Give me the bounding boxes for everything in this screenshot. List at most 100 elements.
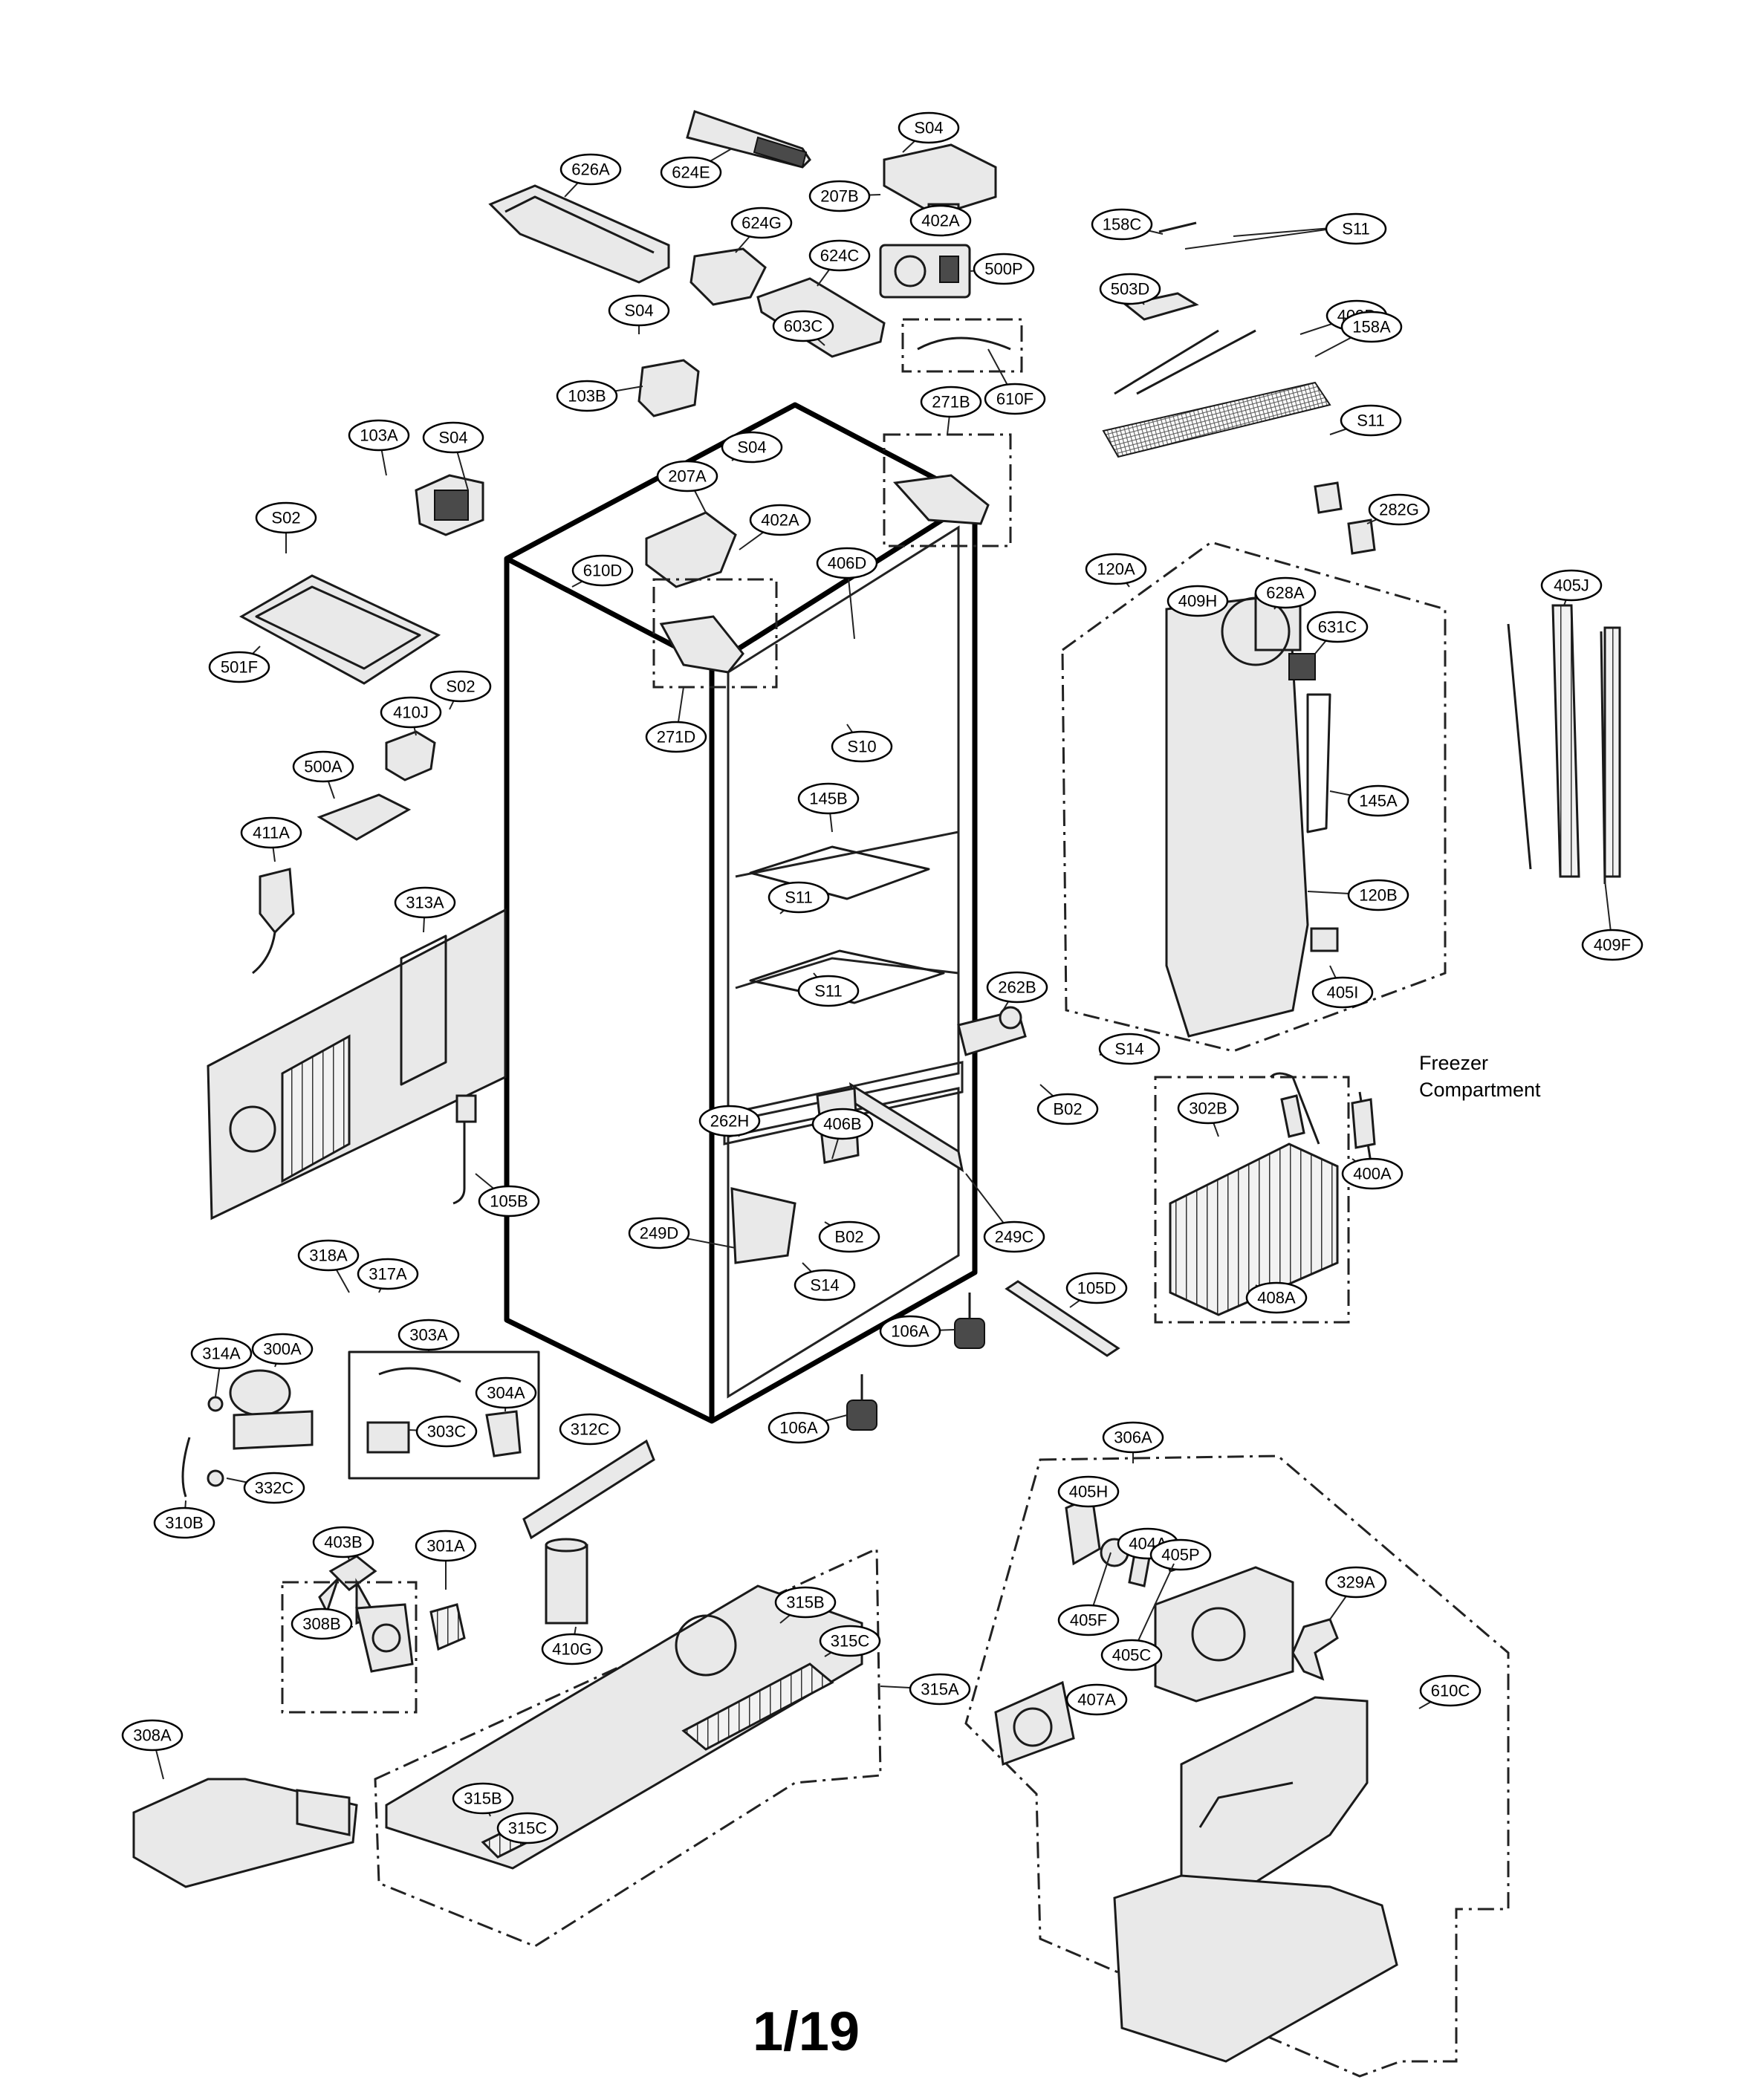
callout-label: 406B [811,1108,874,1160]
callout-label: 315B [774,1586,837,1624]
callout-bubble [730,207,793,239]
callout-bubble [1166,585,1229,617]
callout-label: 145B [797,782,860,833]
callout-text: 400A [1353,1165,1392,1183]
callout-text: S14 [810,1276,839,1295]
callout-bubble [312,1526,374,1558]
callout-label: 402A [909,204,972,237]
callout-text: 402A [921,212,960,230]
callout-bubble [1177,1092,1239,1125]
hinge-top-right-icon [883,433,1012,547]
rear-panel-icon [207,908,507,1220]
callout-text: S11 [785,888,813,907]
callout-label: S11 [1325,212,1387,245]
callout-text: S04 [624,302,653,320]
callout-bubble [1311,976,1374,1009]
callout-bubble [909,1673,971,1706]
callout-label: 624G [730,207,793,253]
callout-label: S10 [831,724,893,763]
callout-text: 282G [1379,501,1419,519]
callout-label: S02 [429,670,492,710]
callout-text: S14 [1114,1040,1143,1059]
callout-label: 624E [660,148,733,189]
callout-text: 315B [464,1789,502,1808]
callout-text: 406D [828,554,867,573]
callout-bubble [984,383,1046,415]
callout-bubble [1540,569,1603,602]
callout-label: 308B [291,1607,354,1640]
callout-bubble [1099,273,1161,305]
callout-bubble [1149,1538,1212,1571]
callout-label: 408A [1245,1281,1308,1314]
callout-text: 405I [1327,984,1359,1002]
callout-text: 120B [1359,886,1397,905]
callout-text: 103B [568,387,606,406]
callout-bubble [208,651,270,683]
callout-bubble [645,721,707,753]
machine-cover-strip-icon [522,1439,655,1540]
callout-label: 610C [1418,1674,1482,1709]
callout-label: 405F [1057,1552,1120,1636]
callout-bubble [774,1586,837,1619]
callout-label: 304A [475,1376,537,1412]
callout-label: 628A [1254,576,1317,610]
callout-bubble [559,153,622,186]
callout-bubble [571,554,634,587]
callout-label: 409F [1581,880,1643,961]
callout-text: 405H [1069,1483,1109,1501]
callout-text: 610F [996,390,1034,409]
callout-bubble [808,180,871,212]
sensor-wire-icon [1158,221,1349,250]
callout-label: 303C [408,1415,478,1448]
callout-text: 302B [1189,1099,1227,1118]
grille-panel-icon [132,1778,358,1888]
callout-label: S04 [608,294,670,334]
callout-bubble [1057,1475,1120,1508]
callout-label: 158C [1091,208,1164,241]
callout-label: 405H [1057,1475,1120,1508]
callout-label: 271D [645,686,707,753]
callout-label: 405J [1540,569,1603,606]
callout-text: 303C [427,1423,467,1441]
callout-text: 310B [165,1514,203,1532]
leveling-leg-icon [846,1293,985,1431]
callout-bubble [429,670,492,703]
callout-bubble [1065,1272,1128,1304]
callout-label: S04 [721,431,783,464]
side-grille-icon [1507,604,1621,885]
callout-bubble [398,1319,460,1351]
callout-bubble [1341,1157,1404,1190]
callout-text: 262H [710,1112,750,1131]
callout-label: 500A [292,750,354,799]
callout-text: 249D [640,1224,679,1243]
callout-text: 631C [1318,618,1357,637]
callout-label: 300A [251,1333,314,1368]
callout-text: 314A [202,1345,241,1363]
callout-text: 410G [552,1640,592,1659]
evaporator-icon [1154,1072,1376,1324]
fan-motor-bracket-icon [281,1581,418,1714]
callout-label: 306A [1102,1421,1164,1463]
callout-label: 262H [698,1105,761,1137]
callout-bubble [819,1625,881,1657]
callout-text: 406B [823,1115,861,1134]
callout-text: 405F [1070,1611,1107,1630]
callout-bubble [721,431,783,464]
callout-bubble [986,971,1048,1004]
callout-bubble [243,1472,305,1504]
callout-label: 271B [920,386,982,435]
callout-bubble [422,421,484,454]
callout-bubble [1340,311,1403,343]
callout-text: 145B [809,790,847,808]
callout-text: 626A [571,160,610,179]
callout-label: 400A [1341,1157,1404,1190]
callout-label: 103A [348,419,410,476]
callout-bubble [1085,553,1147,585]
callout-bubble [556,380,618,412]
callout-text: 315C [508,1819,548,1838]
callout-text: 405J [1554,576,1589,595]
callout-label: 158A [1314,311,1403,357]
callout-text: 158C [1103,215,1142,234]
callout-text: 315C [831,1632,870,1651]
callout-bubble [1581,929,1643,961]
